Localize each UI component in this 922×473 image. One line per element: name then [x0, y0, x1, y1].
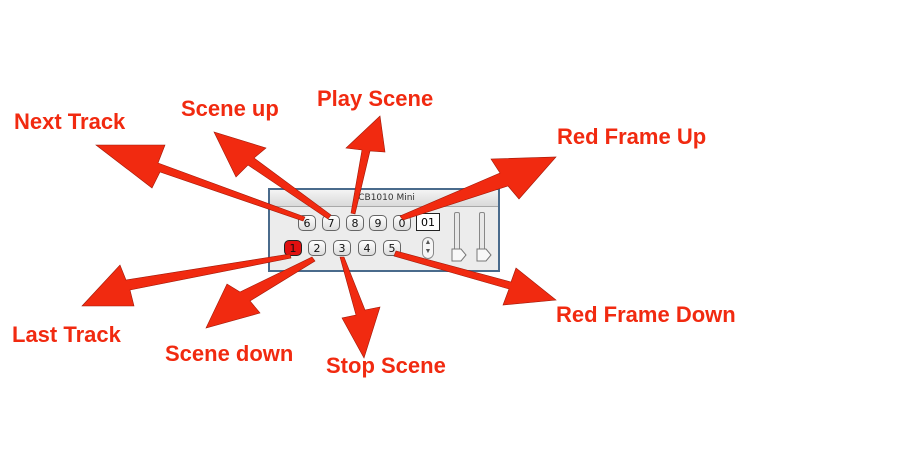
- label-red-frame-down: Red Frame Down: [556, 302, 736, 327]
- label-stop-scene: Stop Scene: [326, 353, 446, 378]
- fcb1010-mini-window: FCB1010 Mini 6 7 8 9 0 01 1 2 3 4 5 ▲ ▼: [268, 188, 500, 272]
- label-red-frame-up: Red Frame Up: [557, 124, 707, 149]
- arrow-play-scene: [345, 115, 386, 215]
- slider-2-thumb[interactable]: [476, 248, 492, 262]
- arrow-scene-down: [205, 256, 316, 329]
- arrow-last-track: [81, 253, 292, 307]
- pad-4[interactable]: 4: [358, 240, 376, 256]
- chevron-down-icon[interactable]: ▼: [424, 248, 432, 255]
- label-last-track: Last Track: [12, 322, 121, 347]
- chevron-up-icon[interactable]: ▲: [424, 239, 432, 246]
- pad-3[interactable]: 3: [333, 240, 351, 256]
- arrow-scene-up: [213, 131, 332, 220]
- arrow-stop-scene: [339, 256, 381, 359]
- slider-1-thumb[interactable]: [451, 248, 467, 262]
- stepper[interactable]: ▲ ▼: [422, 237, 434, 259]
- pad-8[interactable]: 8: [346, 215, 364, 231]
- label-scene-down: Scene down: [165, 341, 294, 366]
- pad-2[interactable]: 2: [308, 240, 326, 256]
- label-next-track: Next Track: [14, 109, 126, 134]
- arrow-red-frame-up: [399, 156, 557, 221]
- pad-7[interactable]: 7: [322, 215, 340, 231]
- program-display: 01: [416, 213, 440, 231]
- arrow-red-frame-down: [393, 250, 557, 306]
- label-scene-up: Scene up: [181, 96, 279, 121]
- arrow-next-track: [95, 144, 306, 222]
- pad-1[interactable]: 1: [284, 240, 302, 256]
- pad-9[interactable]: 9: [369, 215, 387, 231]
- label-play-scene: Play Scene: [317, 86, 434, 111]
